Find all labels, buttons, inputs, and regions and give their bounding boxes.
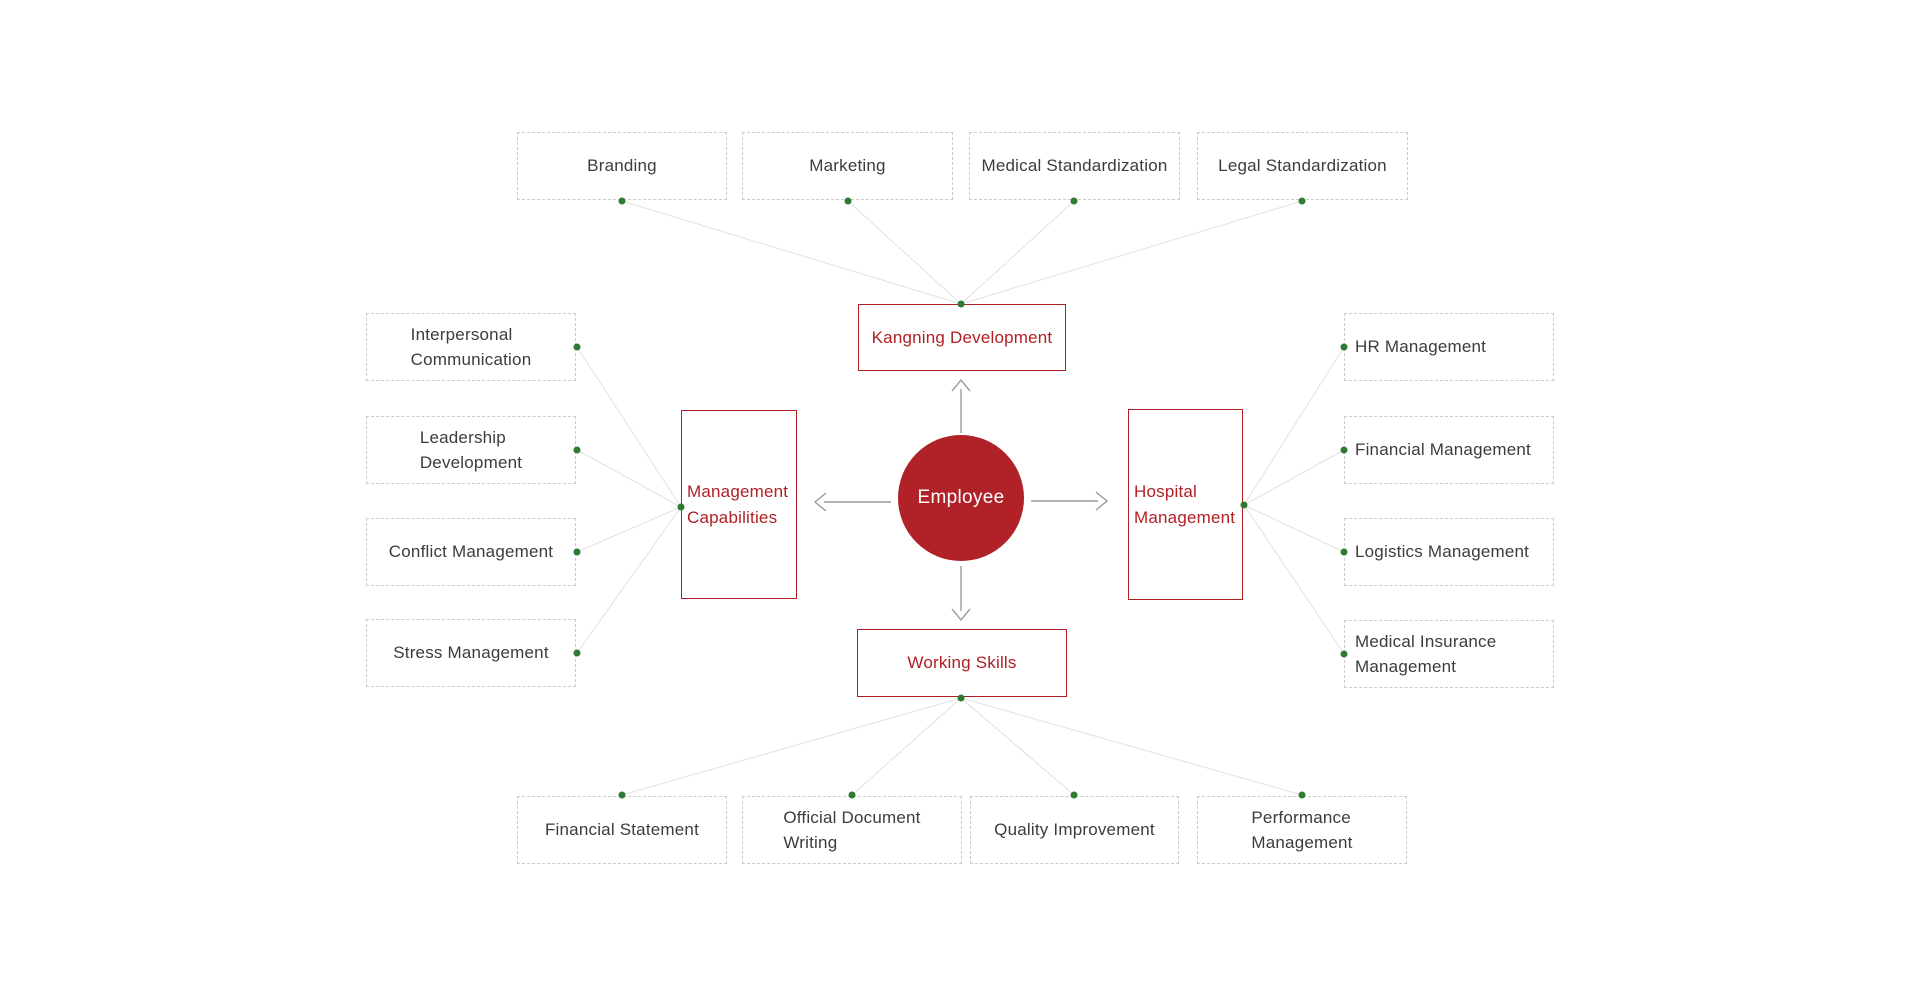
arrow-head [813,492,827,512]
connector-line [960,697,1075,796]
connector-line [1243,449,1345,506]
arrow-head [951,378,971,392]
connector-line [576,506,682,553]
node-leadership-development[interactable]: Leadership Development [366,416,576,484]
branch-working-skills[interactable]: Working Skills [857,629,1067,697]
node-label: Financial Management [1355,440,1531,460]
connector-line [576,346,682,508]
arrow-head [1095,491,1109,511]
branch-label: Kangning Development [871,327,1053,347]
branch-label: Management Capabilities [687,482,789,527]
node-interpersonal-communication[interactable]: Interpersonal Communication [366,313,576,381]
node-financial-management[interactable]: Financial Management [1344,416,1554,484]
connector-line [621,200,962,305]
connector-line [621,697,962,796]
connector-line [960,697,1303,796]
node-label: Performance Management [1251,807,1353,853]
node-label: Financial Statement [544,820,700,840]
connector-line [1243,504,1345,655]
node-label: Branding [587,156,657,176]
node-label: Official Document Writing [783,807,921,853]
node-branding[interactable]: Branding [517,132,727,200]
branch-hospital-management[interactable]: Hospital Management [1128,409,1243,600]
connector-line [1243,504,1345,553]
connector-line [576,506,682,654]
node-hr-management[interactable]: HR Management [1344,313,1554,381]
connector-line [1243,346,1345,506]
connector-line [960,200,1075,305]
node-label: Medical Insurance Management [1355,631,1497,677]
node-medical-insurance-management[interactable]: Medical Insurance Management [1344,620,1554,688]
connector-line [960,200,1303,305]
node-legal-standardization[interactable]: Legal Standardization [1197,132,1408,200]
node-label: Marketing [809,156,886,176]
node-label: Stress Management [393,643,549,663]
node-official-document-writing[interactable]: Official Document Writing [742,796,962,864]
connector-line [847,200,962,305]
branch-label: Working Skills [907,653,1017,673]
node-performance-management[interactable]: Performance Management [1197,796,1407,864]
node-financial-statement[interactable]: Financial Statement [517,796,727,864]
node-marketing[interactable]: Marketing [742,132,953,200]
employee-center-node[interactable]: Employee [898,435,1024,561]
node-label: Legal Standardization [1218,156,1387,176]
arrow-head [951,608,971,622]
node-label: Interpersonal Communication [410,324,532,370]
node-quality-improvement[interactable]: Quality Improvement [970,796,1179,864]
node-label: Logistics Management [1355,542,1530,562]
node-label: Quality Improvement [994,820,1155,840]
node-label: Medical Standardization [981,156,1168,176]
node-stress-management[interactable]: Stress Management [366,619,576,687]
node-label: Leadership Development [419,427,523,473]
node-label: HR Management [1355,337,1487,357]
node-logistics-management[interactable]: Logistics Management [1344,518,1554,586]
connector-line [851,697,962,796]
node-medical-standardization[interactable]: Medical Standardization [969,132,1180,200]
connector-line [576,449,682,508]
node-label: Conflict Management [388,542,554,562]
branch-kangning-development[interactable]: Kangning Development [858,304,1066,371]
node-conflict-management[interactable]: Conflict Management [366,518,576,586]
employee-label: Employee [917,487,1005,508]
branch-label: Hospital Management [1134,482,1236,527]
branch-management-capabilities[interactable]: Management Capabilities [681,410,797,599]
